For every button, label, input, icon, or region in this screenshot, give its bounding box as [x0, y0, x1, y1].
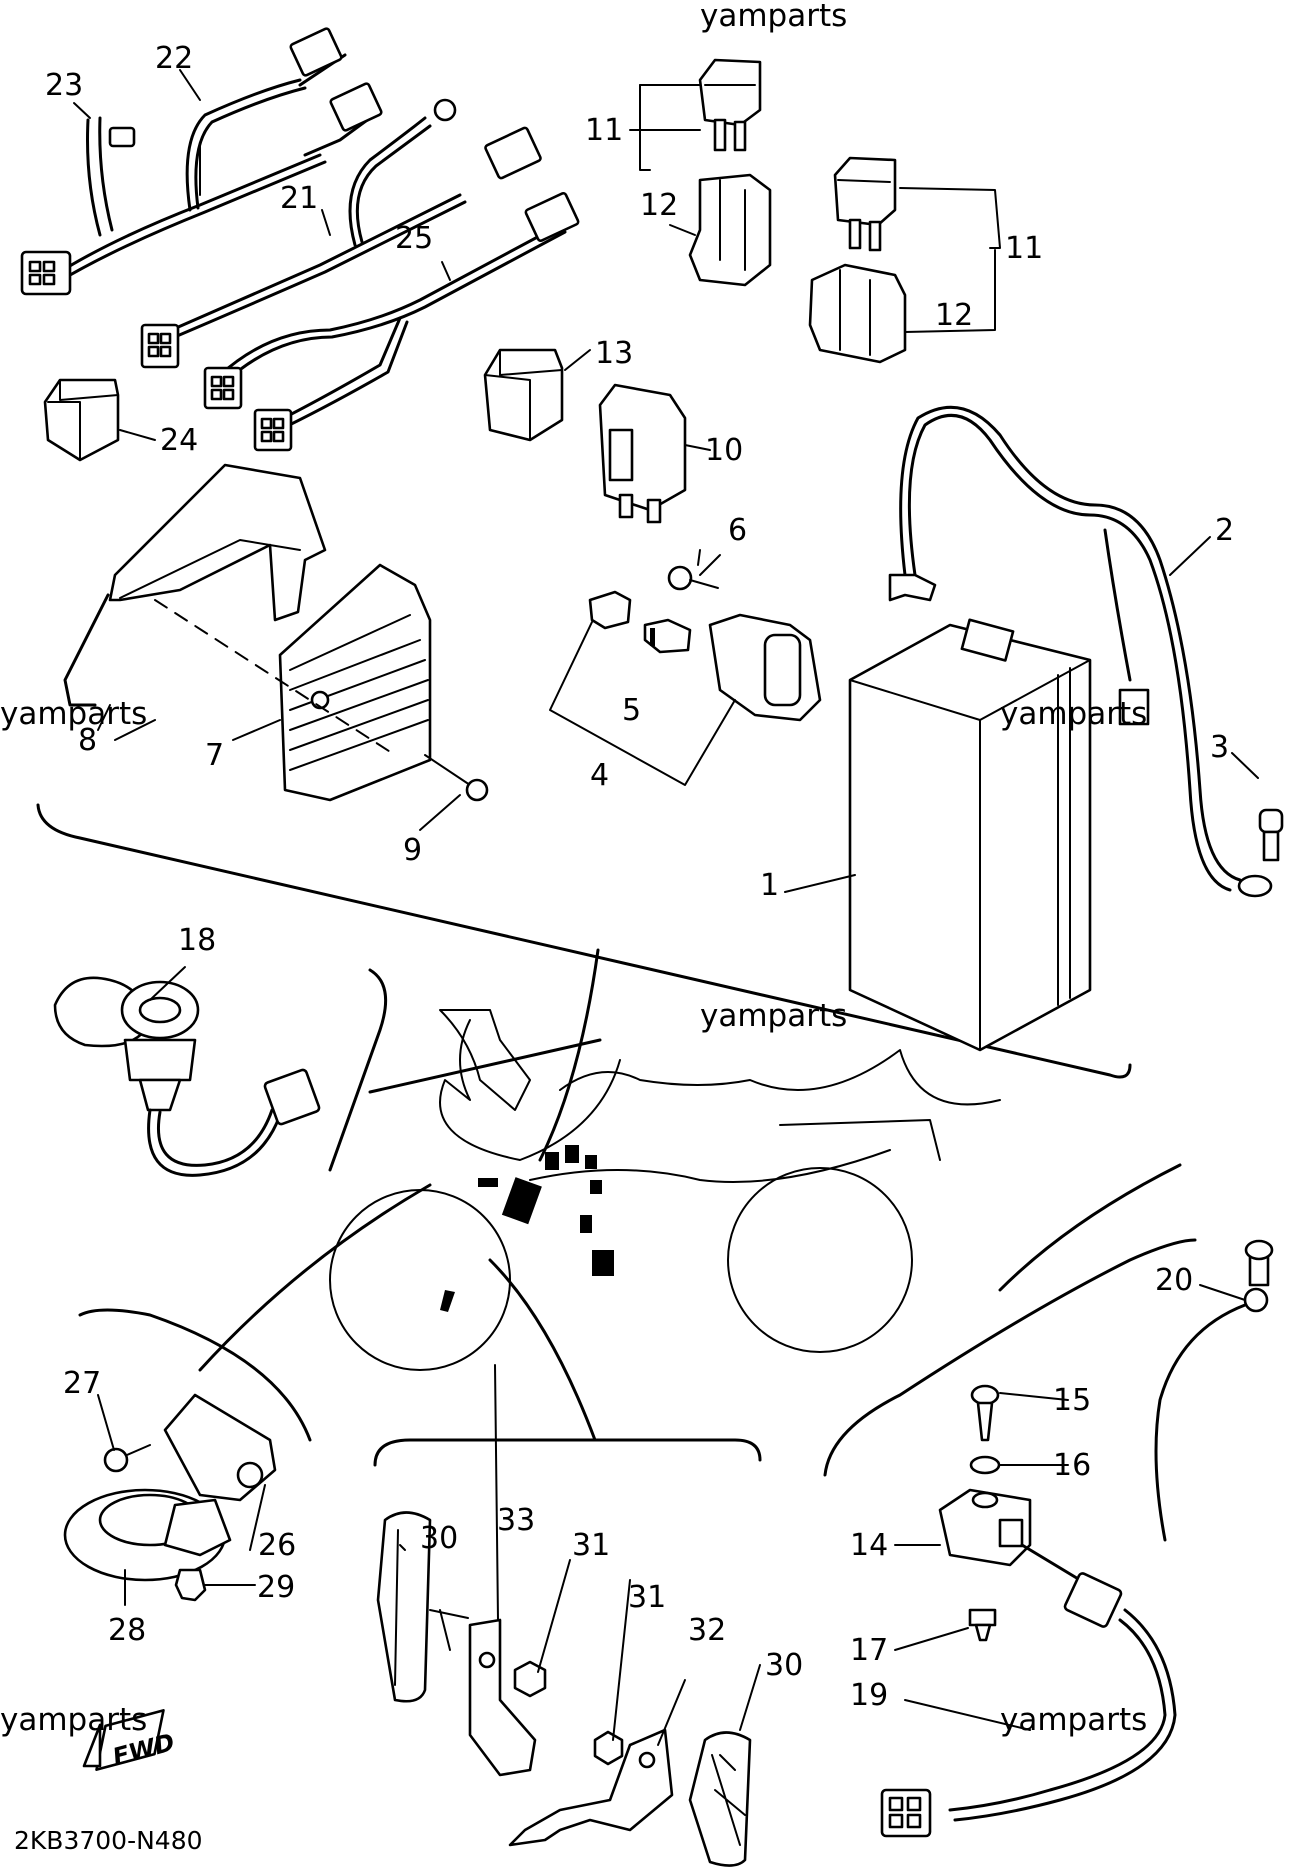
pad-30-right — [688, 1731, 752, 1867]
callout-label: 30 — [420, 1521, 458, 1556]
callout-label: 31 — [572, 1528, 610, 1563]
flasher-relay-10 — [598, 383, 687, 524]
callout-label: 12 — [935, 298, 973, 333]
socket-18 — [53, 976, 321, 1177]
callout-label: 1 — [760, 868, 779, 903]
callout-label: 15 — [1053, 1383, 1091, 1418]
battery-lead-2 — [888, 405, 1273, 898]
callout-label: 27 — [63, 1366, 101, 1401]
relay-13 — [483, 348, 564, 442]
watermark-text: yamparts — [700, 0, 847, 34]
wire-harness-21 — [140, 98, 542, 369]
wire-harness-25 — [203, 191, 580, 452]
fwd-arrow-icon — [82, 1709, 165, 1771]
callout-label: 10 — [705, 433, 743, 468]
wire-harness-22 — [20, 27, 383, 296]
callout-label: 13 — [595, 336, 633, 371]
bolt-27 — [103, 1444, 151, 1473]
callout-label: 26 — [258, 1528, 296, 1563]
callout-label: 18 — [178, 923, 216, 958]
callout-label: 7 — [205, 738, 224, 773]
callout-label: 28 — [108, 1613, 146, 1648]
callout-label: 31 — [628, 1580, 666, 1615]
callout-label: 6 — [728, 513, 747, 548]
bolt-3 — [1258, 808, 1284, 862]
callout-label: 20 — [1155, 1263, 1193, 1298]
watermark-text: yamparts — [700, 998, 847, 1034]
callout-label: 11 — [1005, 231, 1043, 266]
nut-29 — [174, 1568, 207, 1602]
pad-30-left — [376, 1511, 432, 1703]
regulator-7 — [278, 563, 432, 802]
starter-relay-4 — [708, 613, 822, 722]
callout-labels: 1 2 3 4 5 6 7 8 9 10 11 11 12 12 13 14 1… — [45, 41, 1234, 1713]
bracket-line-4 — [549, 621, 736, 786]
callout-label: 8 — [78, 723, 97, 758]
screw-6 — [667, 565, 719, 591]
diagram-code: 2KB3700-N480 — [14, 1826, 203, 1855]
horn-bracket-26 — [163, 1393, 277, 1557]
callout-label: 30 — [765, 1648, 803, 1683]
callout-label: 5 — [622, 693, 641, 728]
bracket-33 — [429, 1609, 537, 1777]
callout-label: 22 — [155, 41, 193, 76]
battery-1 — [848, 618, 1092, 1052]
bolt-9 — [424, 754, 489, 802]
cable-tie-23 — [86, 116, 136, 237]
section-dividers — [36, 803, 1197, 1477]
callout-label: 2 — [1215, 513, 1234, 548]
relay-holder-12-right — [808, 263, 907, 364]
callout-label: 9 — [403, 833, 422, 868]
relay-11-upper — [698, 58, 762, 152]
bolt-17 — [968, 1608, 997, 1642]
cap-part-4 — [588, 590, 632, 630]
callout-label: 29 — [257, 1570, 295, 1605]
leader-lines — [73, 69, 1259, 1746]
watermark-text: yamparts — [0, 1702, 147, 1738]
callout-label: 12 — [640, 188, 678, 223]
bracket-32 — [508, 1728, 674, 1847]
callout-label: 19 — [850, 1678, 888, 1713]
nut-31-a — [513, 1660, 547, 1698]
callout-label: 23 — [45, 68, 83, 103]
mounting-line-7-8 — [154, 599, 396, 756]
watermark-text: yamparts — [1000, 1702, 1147, 1738]
wire-19 — [880, 1543, 1177, 1838]
watermark-text: yamparts — [1000, 696, 1147, 732]
callout-label: 14 — [850, 1528, 888, 1563]
callout-label: 25 — [395, 221, 433, 256]
callout-label: 17 — [850, 1633, 888, 1668]
callout-label: 33 — [497, 1503, 535, 1538]
nut-31-b — [593, 1730, 624, 1766]
ground-wire-20 — [1154, 1239, 1274, 1542]
callout-label: 21 — [280, 181, 318, 216]
relay-11-right — [833, 156, 897, 252]
callout-label: 24 — [160, 423, 198, 458]
callout-label: 32 — [688, 1613, 726, 1648]
screw-15 — [970, 1384, 1000, 1442]
washer-16 — [969, 1455, 1001, 1475]
callout-label: 16 — [1053, 1448, 1091, 1483]
callout-label: 3 — [1210, 730, 1229, 765]
watermarks: yamparts yamparts yamparts yamparts yamp… — [0, 0, 1147, 1738]
callout-label: 4 — [590, 758, 609, 793]
fuse-5 — [643, 618, 692, 654]
relay-holder-12-upper — [688, 173, 772, 287]
cover-8 — [63, 463, 327, 707]
sensor-14 — [938, 1488, 1032, 1567]
vehicle-outline — [329, 1009, 1001, 1371]
callout-label: 11 — [585, 113, 623, 148]
relay-24 — [43, 378, 120, 462]
watermark-text: yamparts — [0, 696, 147, 732]
